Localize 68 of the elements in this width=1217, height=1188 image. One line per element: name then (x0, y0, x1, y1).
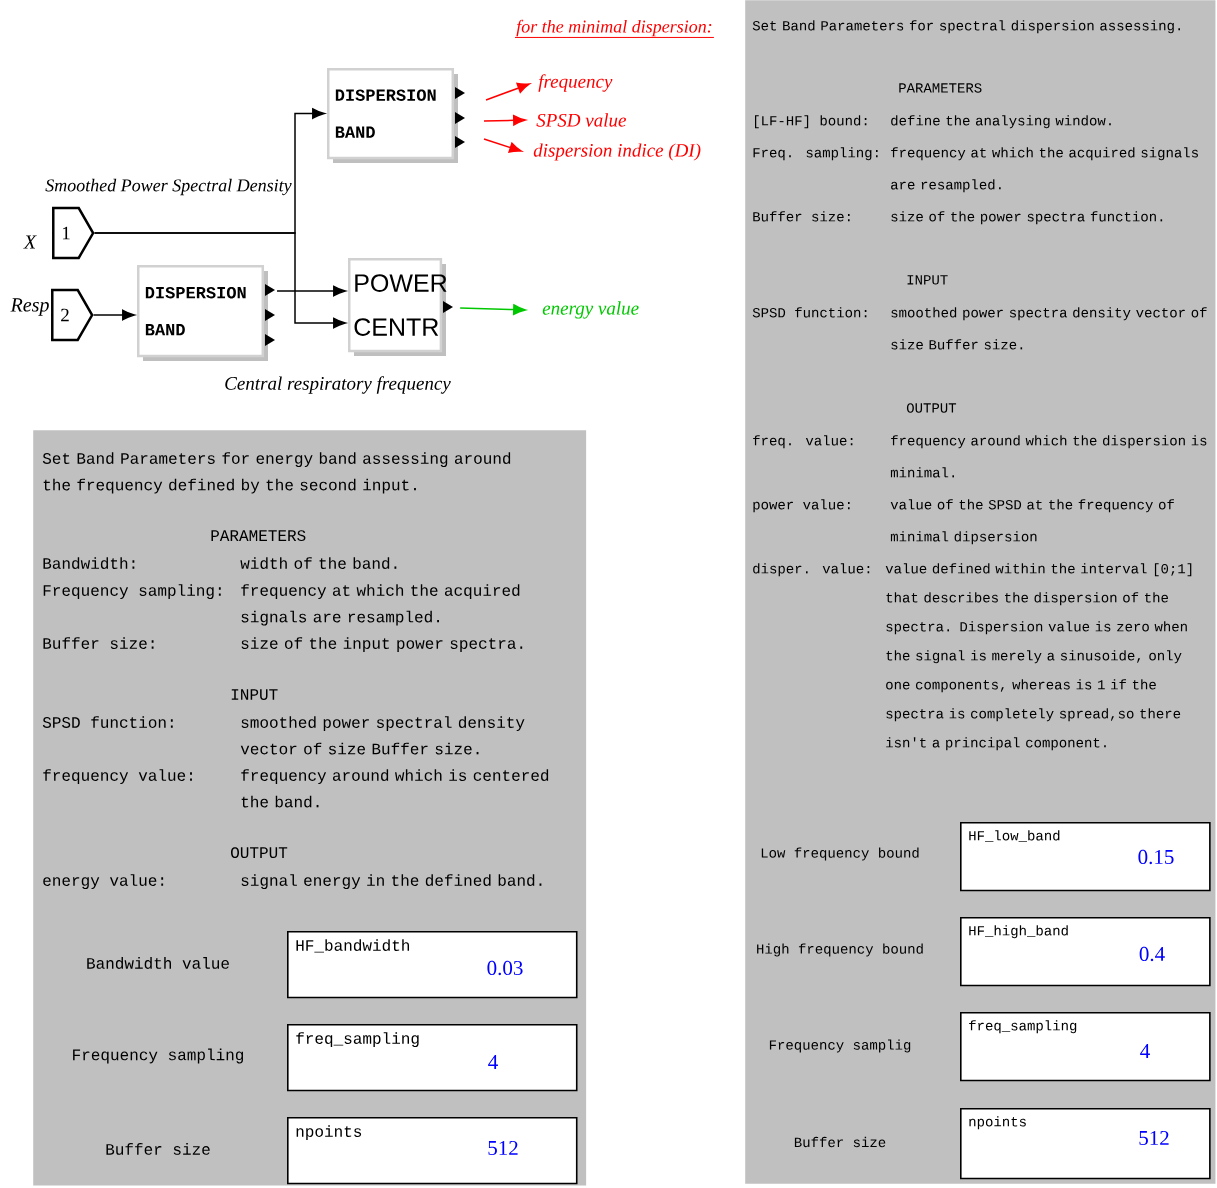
section-heading: INPUT (231, 689, 278, 700)
arrow (483, 138, 522, 153)
arrow (459, 304, 526, 315)
parameter-name: Buffer size: (43, 637, 154, 649)
description-text: frequency around which the dispersion is minimal. (890, 435, 1207, 478)
parameter-name: freq. value: (753, 435, 853, 449)
field-label: Buffer size (794, 1136, 886, 1148)
description-text: frequency at which the acquired signals are resampled. (241, 584, 520, 626)
parameter-name: Bandwidth: (43, 557, 135, 569)
parameter-name: energy value: (43, 874, 164, 890)
field-label: Frequency samplig (769, 1039, 911, 1053)
arrow (485, 82, 531, 101)
description-text: width of the band. (240, 557, 397, 569)
panel-heading: Set Band Parameters for spectral dispersion assessing. (752, 20, 1180, 34)
description-text: smoothed power spectral density vector of size Buffer size. (240, 716, 525, 755)
parameter-name: Frequency sampling: (43, 584, 221, 600)
input-field: HF_high_band 0.4 (960, 917, 1211, 987)
field-label: Frequency sampling (73, 1048, 244, 1064)
arrow (92, 309, 135, 321)
description-text: size of the input power spectra. (241, 637, 523, 653)
parameter-name: [LF-HF] bound: (755, 115, 867, 129)
section-heading: INPUT (907, 275, 948, 285)
output-label: energy value (542, 301, 639, 319)
parameter-name: frequency value: (43, 769, 192, 785)
parameter-name: Freq. sampling: (753, 147, 878, 161)
description-text: signal energy in the defined band. (241, 874, 542, 890)
signal-label: Central respiratory frequency (225, 376, 451, 394)
description-text: value defined within the interval [0;1] that describes the dispersion of the spectra. Dispersion value is zero when the signal is merely a sinusoide, only one components, whereas is 1 if the spectra is completely spread,so there isn't a principal component. (885, 563, 1192, 751)
input-field: HF_bandwidth 0.03 (287, 931, 578, 999)
input-port: 1 (52, 206, 95, 260)
underlined-note: for the minimal dispersion: (514, 19, 715, 38)
signal-label: Smoothed Power Spectral Density (45, 178, 292, 196)
parameter-name: power value: (753, 499, 850, 513)
description-text: size of the power spectra function. (891, 211, 1163, 225)
parameter-name: SPSD function: (42, 716, 173, 728)
port-label: X (23, 235, 37, 249)
parameter-name: SPSD function: (752, 307, 867, 318)
arrow (276, 285, 346, 297)
section-heading: PARAMETERS (211, 530, 306, 542)
field-label: Buffer size (106, 1143, 210, 1155)
input-field: freq_sampling 4 (287, 1024, 578, 1092)
input-port: 2 (51, 288, 94, 342)
field-label: High frequency bound (757, 943, 923, 957)
output-label: dispersion indice (DI) (533, 143, 701, 161)
panel-heading: Set Band Parameters for energy band assessing around the frequency defined by the second input. (42, 452, 511, 494)
function-block: POWER CENTR (348, 258, 453, 356)
section-heading: OUTPUT (231, 847, 288, 859)
output-label: frequency (538, 74, 613, 92)
input-field: HF_low_band 0.15 (960, 822, 1211, 892)
input-field: freq_sampling 4 (960, 1012, 1211, 1082)
input-field: npoints 512 (287, 1117, 578, 1185)
parameter-name: disper. value: (753, 563, 870, 577)
input-field: npoints 512 (960, 1108, 1211, 1180)
function-block: DISPERSION BAND (327, 68, 465, 163)
output-label: SPSD value (536, 113, 626, 127)
description-text: frequency around which is centered the band. (241, 769, 549, 808)
description-text: define the analysing window. (891, 115, 1111, 129)
section-heading: OUTPUT (906, 403, 957, 413)
parameter-name: Buffer size: (753, 211, 850, 222)
arrow (93, 232, 346, 329)
description-text: frequency at which the acquired signals are resampled. (891, 147, 1198, 193)
arrow (483, 114, 526, 126)
section-heading: PARAMETERS (899, 83, 982, 93)
function-block: DISPERSION BAND (137, 265, 275, 361)
port-label: Resp (10, 298, 49, 316)
description-text: smoothed power spectra density vector of size Buffer size. (891, 307, 1207, 350)
field-label: Low frequency bound (761, 847, 919, 861)
field-label: Bandwidth value (87, 957, 229, 969)
